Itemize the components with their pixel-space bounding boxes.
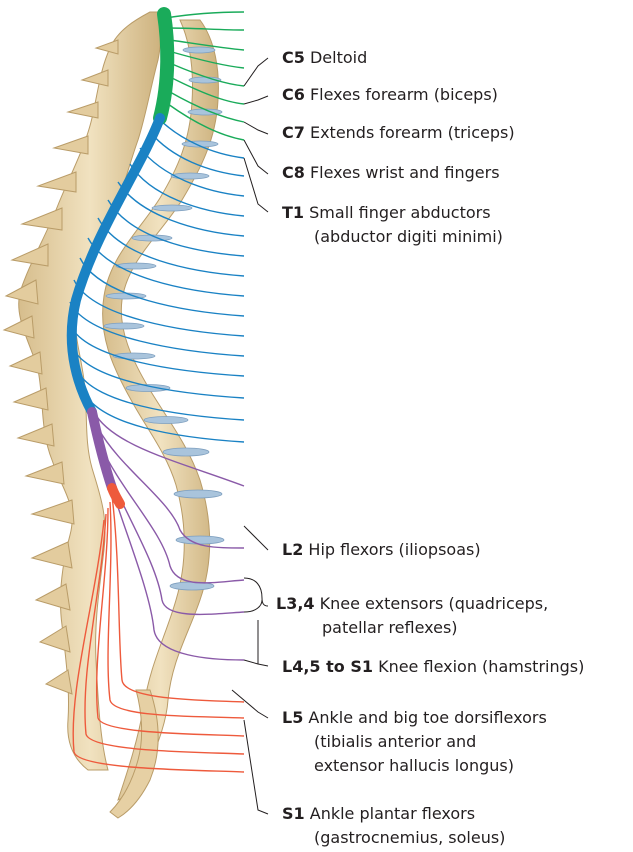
label-l45s1-code: L4,5 to S1 — [282, 657, 373, 676]
leader-lines — [232, 58, 268, 814]
label-c8: C8 Flexes wrist and fingers — [282, 163, 500, 183]
label-l34-line2: patellar reflexes) — [322, 618, 458, 638]
label-c6: C6 Flexes forearm (biceps) — [282, 85, 498, 105]
label-c6-code: C6 — [282, 85, 305, 104]
label-l5-text: Ankle and big toe dorsiflexors — [308, 708, 546, 727]
label-l34-text: Knee extensors (quadriceps, — [320, 594, 549, 613]
label-l45s1: L4,5 to S1 Knee flexion (hamstrings) — [282, 657, 584, 677]
label-s1-line2: (gastrocnemius, soleus) — [314, 828, 505, 848]
label-c5-code: C5 — [282, 48, 305, 67]
label-c5: C5 Deltoid — [282, 48, 367, 68]
label-c6-text: Flexes forearm (biceps) — [310, 85, 498, 104]
cord-cervical — [160, 14, 167, 118]
label-l5-line3: extensor hallucis longus) — [314, 756, 514, 776]
label-c8-text: Flexes wrist and fingers — [310, 163, 500, 182]
label-t1-text: Small finger abductors — [309, 203, 490, 222]
label-l2-code: L2 — [282, 540, 303, 559]
label-l5-code: L5 — [282, 708, 303, 727]
label-s1-text: Ankle plantar flexors — [310, 804, 475, 823]
label-c7: C7 Extends forearm (triceps) — [282, 123, 515, 143]
label-t1: T1 Small finger abductors — [282, 203, 491, 223]
label-t1-code: T1 — [282, 203, 304, 222]
label-t1-line2: (abductor digiti minimi) — [314, 227, 503, 247]
label-c7-text: Extends forearm (triceps) — [310, 123, 515, 142]
label-l2-text: Hip flexors (iliopsoas) — [308, 540, 480, 559]
label-l45s1-text: Knee flexion (hamstrings) — [378, 657, 584, 676]
label-c8-code: C8 — [282, 163, 305, 182]
label-c5-text: Deltoid — [310, 48, 367, 67]
label-s1-code: S1 — [282, 804, 305, 823]
label-l2: L2 Hip flexors (iliopsoas) — [282, 540, 481, 560]
label-c7-code: C7 — [282, 123, 305, 142]
label-l34: L3,4 Knee extensors (quadriceps, — [276, 594, 548, 614]
label-l5-line2: (tibialis anterior and — [314, 732, 476, 752]
cord-sacral — [112, 488, 120, 504]
label-l34-code: L3,4 — [276, 594, 315, 613]
label-s1: S1 Ankle plantar flexors — [282, 804, 475, 824]
label-l5: L5 Ankle and big toe dorsiflexors — [282, 708, 547, 728]
